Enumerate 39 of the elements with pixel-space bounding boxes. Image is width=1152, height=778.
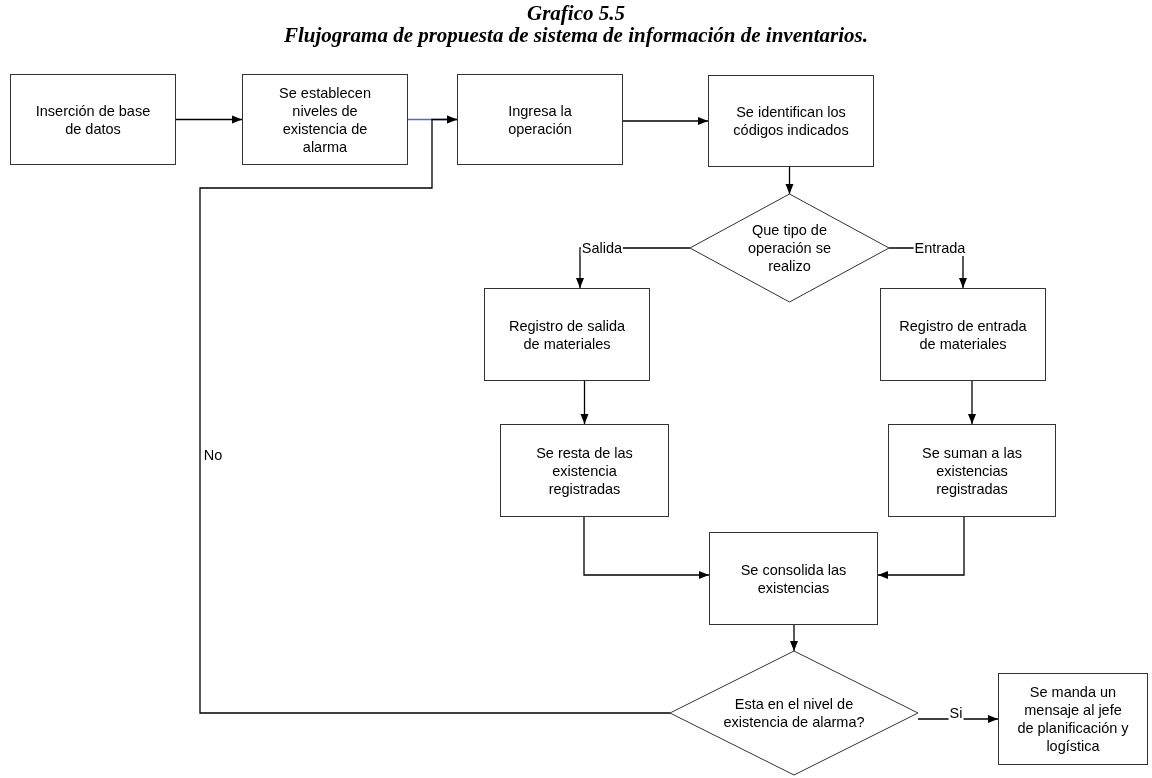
step-text: Ingresa la operación xyxy=(507,101,573,138)
arrow xyxy=(917,715,999,723)
decision-diamond xyxy=(690,194,889,302)
step-text: Que tipo de operación se realizo xyxy=(747,221,832,275)
step-text: Se resta de las existencia registradas xyxy=(535,443,634,498)
step-text: Registro de salida de materiales xyxy=(507,316,627,353)
process-box xyxy=(708,75,874,167)
step-text: Inserción de base de datos xyxy=(34,101,152,138)
decision-diamond xyxy=(670,651,918,775)
figure-title: Grafico 5.5 xyxy=(527,1,625,25)
edge-label: Si xyxy=(948,705,964,721)
process-box xyxy=(709,532,878,625)
process-box xyxy=(500,424,669,517)
arrow xyxy=(583,516,710,579)
arrow xyxy=(877,516,965,579)
edge-label: Entrada xyxy=(913,240,967,256)
process-box xyxy=(242,74,408,165)
step-text: Se suman a las existencias registradas xyxy=(921,443,1023,498)
arrow xyxy=(580,380,589,425)
arrow xyxy=(175,115,243,124)
arrow xyxy=(968,380,976,425)
arrow xyxy=(622,117,709,125)
arrow xyxy=(199,115,671,714)
process-box xyxy=(998,673,1148,765)
process-box xyxy=(10,74,176,165)
step-text: Esta en el nivel de existencia de alarma? xyxy=(722,695,866,731)
arrow xyxy=(790,624,798,652)
step-text: Se establecen niveles de existencia de alarma xyxy=(278,83,372,156)
process-box xyxy=(457,74,623,165)
edge-label: Salida xyxy=(580,240,624,256)
step-text: Se consolida las existencias xyxy=(739,560,848,597)
process-box xyxy=(484,288,650,381)
step-text: Se identifican los códigos indicados xyxy=(732,103,850,139)
step-text: Registro de entrada de materiales xyxy=(898,316,1028,353)
process-box xyxy=(880,288,1046,381)
arrow xyxy=(785,166,794,195)
process-box xyxy=(888,424,1056,517)
edge-label: No xyxy=(202,447,224,463)
step-text: Se manda un mensaje al jefe de planificación y logística xyxy=(1016,683,1130,755)
